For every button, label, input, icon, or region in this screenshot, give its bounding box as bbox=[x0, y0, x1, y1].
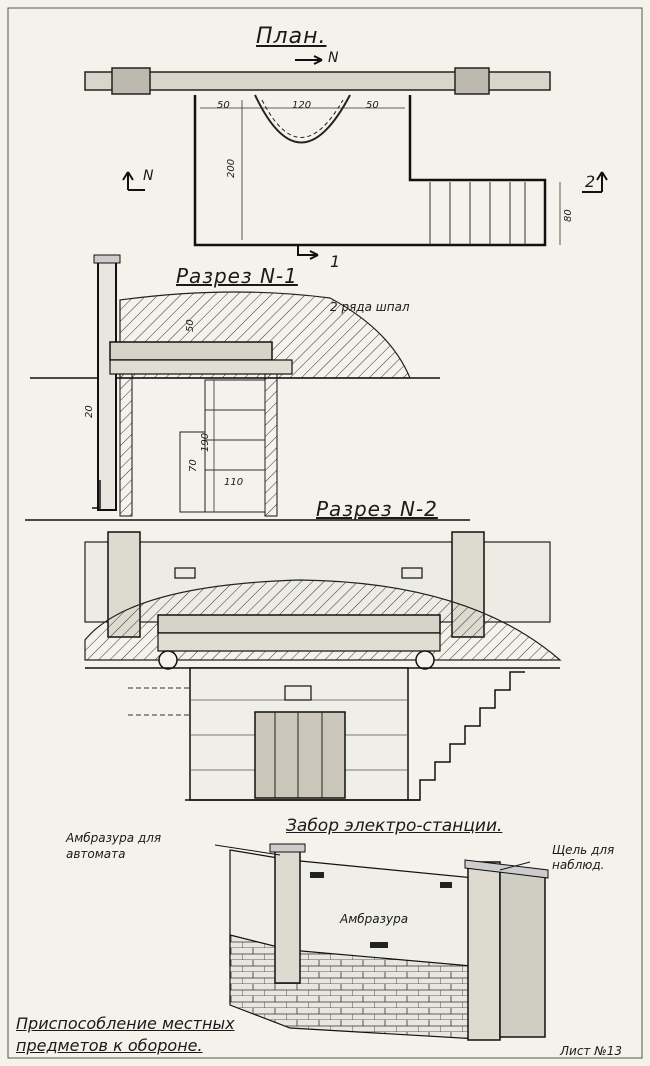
fence-view bbox=[214, 843, 549, 1041]
section-1-dim-110: 110 bbox=[224, 477, 244, 488]
section-1-dim-190: 190 bbox=[200, 432, 211, 452]
sheet-number: Лист №13 bbox=[560, 1044, 622, 1058]
fence-note-slit-observe: Щель для наблюд. bbox=[552, 843, 615, 872]
section-1-dim-50: 50 bbox=[185, 319, 196, 332]
plan-dim-50-right: 50 bbox=[366, 100, 379, 111]
fence-title: Забор электро-станции. bbox=[286, 816, 503, 836]
section-2-title: Разрез N-2 bbox=[316, 497, 438, 521]
caption-line-2: предметов к обороне. bbox=[16, 1036, 203, 1055]
section-1-note-sleepers: 2 ряда шпал bbox=[330, 300, 410, 314]
plan-view bbox=[84, 55, 608, 260]
fence-note-loophole: Амбразура bbox=[340, 912, 409, 926]
section-2-view bbox=[84, 531, 562, 801]
section-1-title: Разрез N-1 bbox=[176, 264, 298, 288]
drawing-caption: Приспособление местных предметов к оборо… bbox=[16, 1013, 235, 1057]
plan-north-marker: N bbox=[328, 50, 339, 66]
caption-line-1: Приспособление местных bbox=[16, 1014, 235, 1033]
section-1-dim-20: 20 bbox=[84, 405, 95, 418]
fence-note-loophole-gun: Амбразура для автомата bbox=[66, 831, 162, 861]
plan-dim-50-left: 50 bbox=[217, 100, 230, 111]
plan-section-marker: N bbox=[143, 168, 154, 184]
plan-section-num-2: 2 bbox=[585, 172, 596, 191]
plan-section-num-1: 1 bbox=[330, 252, 341, 271]
plan-dim-200: 200 bbox=[226, 158, 237, 178]
plan-dim-80: 80 bbox=[563, 209, 574, 222]
section-1-dim-70: 70 bbox=[188, 459, 199, 472]
plan-title: План. bbox=[256, 24, 327, 49]
plan-dim-120: 120 bbox=[292, 100, 312, 111]
section-1-view bbox=[25, 254, 470, 521]
